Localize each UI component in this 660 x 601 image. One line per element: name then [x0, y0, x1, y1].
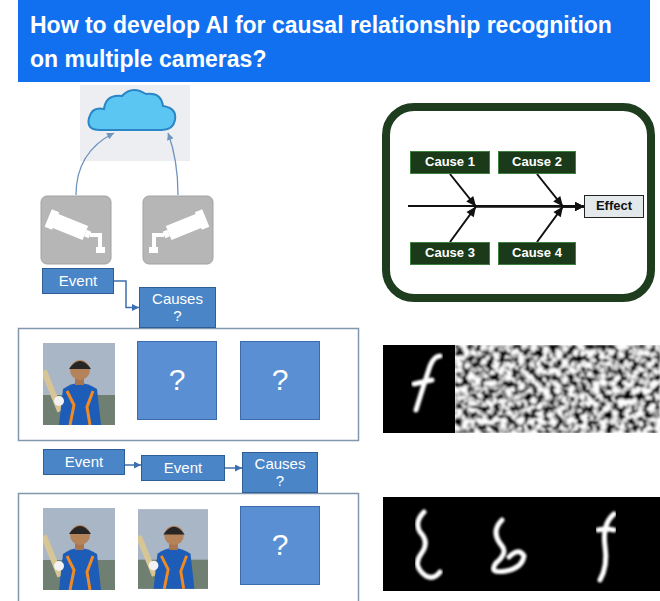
cause-arrow	[450, 174, 584, 207]
box-label: Effect	[596, 199, 632, 214]
box-label: Causes ?	[152, 291, 203, 324]
fishbone-frame	[386, 107, 651, 298]
digit-strip	[383, 345, 660, 433]
causes-box: Causes ?	[139, 287, 216, 328]
causes-box: Causes ?	[242, 452, 318, 493]
event-box: Event	[141, 455, 225, 481]
title-bar: How to develop AI for causal relationshi…	[18, 0, 650, 82]
unknown-box: ?	[137, 341, 217, 420]
box-label: Causes ?	[255, 456, 306, 489]
cause-box: Cause 2	[498, 151, 576, 174]
unknown-box: ?	[240, 506, 320, 585]
sequence-panel	[19, 494, 359, 601]
unknown-box: ?	[240, 341, 320, 420]
event-box: Event	[42, 268, 114, 294]
box-label: Cause 2	[512, 155, 562, 170]
junction-arrowhead	[553, 196, 563, 207]
digit-stroke	[414, 356, 440, 410]
digit-strip	[383, 497, 660, 591]
box-label: Cause 4	[512, 246, 562, 261]
camera-icon	[41, 196, 111, 264]
cause-arrow	[450, 207, 584, 243]
cloud-shape	[88, 90, 175, 130]
cause-arrow	[537, 207, 584, 243]
junction-arrowhead	[553, 207, 563, 218]
cause-box: Cause 4	[498, 242, 576, 265]
camera-icon	[143, 196, 213, 264]
upload-arrow	[168, 133, 178, 195]
box-label: ?	[169, 363, 186, 398]
junction-arrowhead	[466, 196, 476, 207]
upload-arrow	[76, 133, 114, 195]
box-label: Event	[59, 272, 97, 289]
box-label: ?	[272, 528, 289, 563]
digit-panel	[383, 497, 660, 591]
junction-arrowhead	[466, 207, 476, 218]
box-label: Cause 3	[425, 246, 475, 261]
player-photo	[41, 343, 115, 425]
event-box: Event	[43, 449, 125, 475]
cause-box: Cause 3	[410, 242, 490, 265]
box-label: Event	[164, 459, 202, 476]
title-text: How to develop AI for causal relationshi…	[30, 8, 620, 76]
digit-stroke	[494, 520, 524, 572]
digit-stroke	[417, 512, 440, 577]
cause-arrow	[537, 174, 584, 207]
digit-panel	[383, 345, 455, 433]
box-label: Cause 1	[425, 155, 475, 170]
flow-arrow	[114, 281, 139, 308]
flow-arrow	[125, 464, 141, 466]
box-label: Event	[65, 453, 103, 470]
effect-box: Effect	[584, 195, 644, 218]
player-photo	[41, 508, 115, 590]
digit-stroke	[598, 514, 614, 580]
cause-box: Cause 1	[410, 151, 490, 174]
player-photo	[136, 509, 208, 589]
box-label: ?	[272, 363, 289, 398]
sequence-panel	[19, 329, 359, 441]
noise-panel	[455, 345, 660, 433]
flow-arrow	[225, 467, 242, 469]
